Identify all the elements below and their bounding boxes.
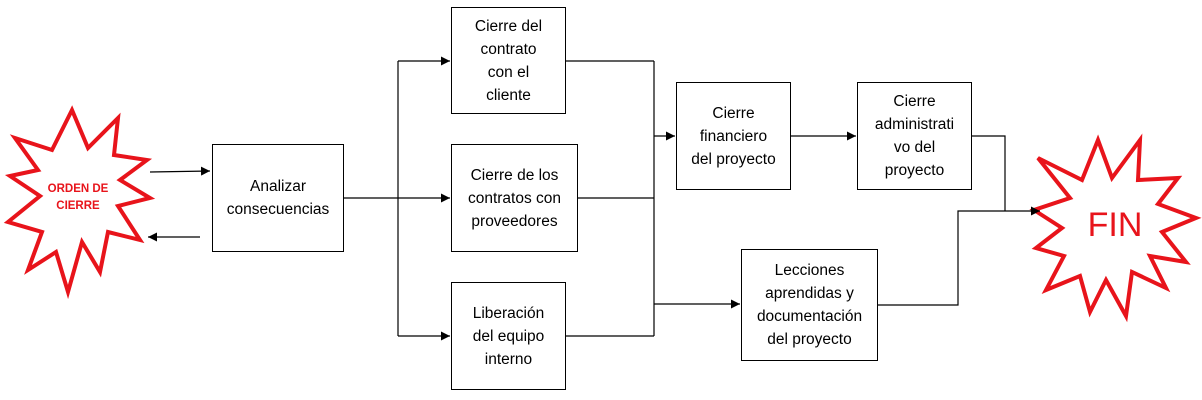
line-administrativo-to-fin <box>972 135 1006 211</box>
start-burst-label: ORDEN DE CIERRE <box>47 183 109 212</box>
line-lecciones-to-fin <box>878 210 1005 306</box>
node-cierre-financiero: Cierre financiero del proyecto <box>676 82 791 190</box>
connectors <box>148 56 1040 341</box>
node-lecciones-aprendidas: Lecciones aprendidas y documentación del… <box>741 249 878 361</box>
node-cierre-contrato-cliente: Cierre del contrato con el cliente <box>451 7 566 114</box>
arrow-start-to-analizar <box>149 166 211 176</box>
end-burst-label: FIN <box>1087 206 1143 244</box>
node-analizar-consecuencias: Analizar consecuencias <box>212 144 344 252</box>
end-starburst-shape <box>1029 133 1202 323</box>
node-cierre-administrativo: Cierre administrati vo del proyecto <box>857 82 972 190</box>
node-liberacion-equipo: Liberación del equipo interno <box>451 282 566 390</box>
node-cierre-contratos-proveedores: Cierre de los contratos con proveedores <box>451 144 578 252</box>
start-starburst-shape <box>3 105 156 300</box>
